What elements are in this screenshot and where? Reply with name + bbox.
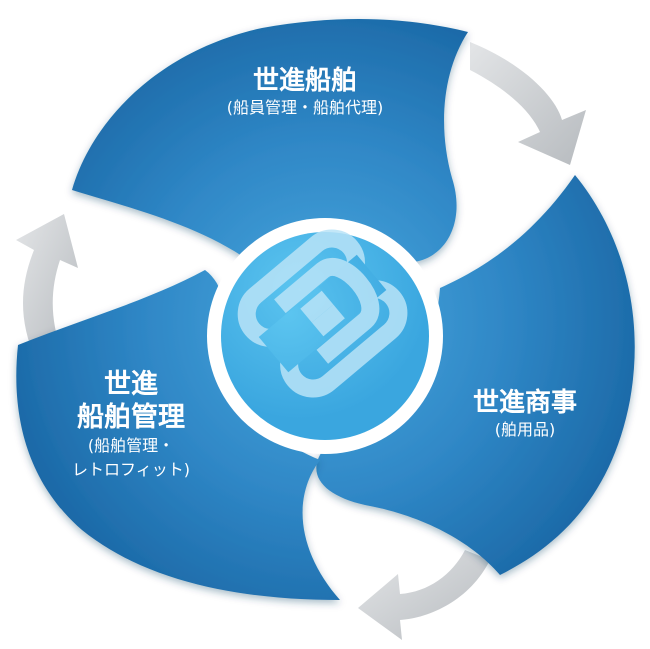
segment-title: 船舶管理 xyxy=(77,402,185,433)
segment-subtitle: (船員管理・船舶代理) xyxy=(226,98,384,117)
blade-right xyxy=(316,175,635,575)
blade-left xyxy=(16,270,341,600)
cycle-arrow-icon xyxy=(358,550,490,640)
segment-label-left: 世進 船舶管理 (船舶管理・ レトロフィット) xyxy=(26,368,236,482)
segment-title: 世進 xyxy=(104,369,158,400)
segment-subtitle: レトロフィット) xyxy=(72,460,190,479)
segment-subtitle: (舶用品) xyxy=(494,420,556,439)
segment-title: 世進商事 xyxy=(472,388,577,418)
segment-subtitle: (船舶管理・ xyxy=(87,436,175,455)
cycle-arrow-icon xyxy=(470,42,586,165)
blade-top xyxy=(72,19,468,263)
segment-title: 世進船舶 xyxy=(252,66,357,96)
cycle-arrow-icon xyxy=(16,214,78,360)
company-s-logo-icon xyxy=(237,229,408,398)
segment-label-right: 世進商事 (舶用品) xyxy=(430,388,620,441)
segment-label-top: 世進船舶 (船員管理・船舶代理) xyxy=(160,66,450,119)
